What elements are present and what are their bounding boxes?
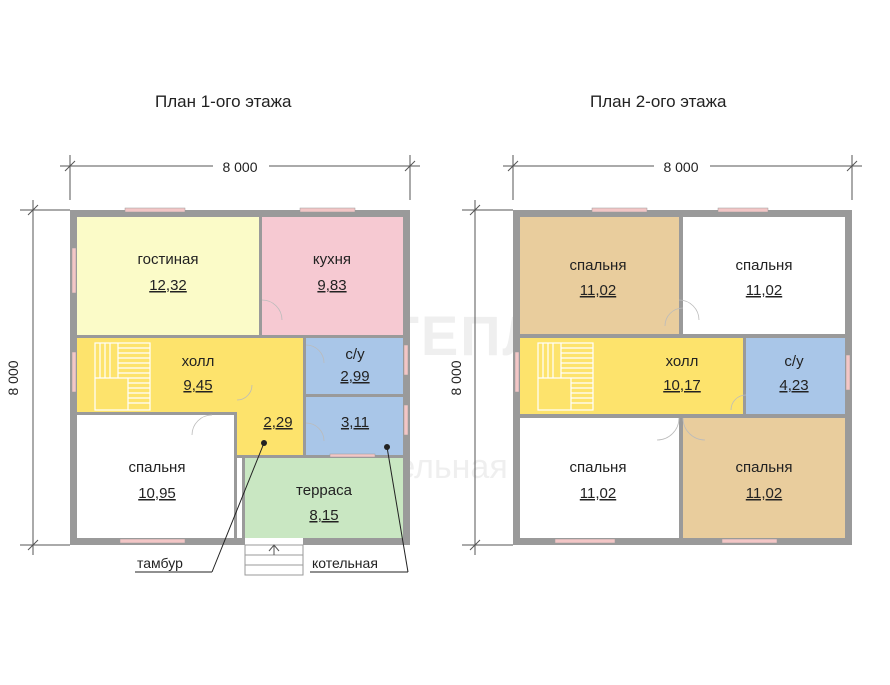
plan1-entrance-steps xyxy=(244,544,304,576)
plan1-stairs xyxy=(94,342,151,411)
plan1-su-name: с/у xyxy=(345,346,365,363)
plan2-holl-area: 10,17 xyxy=(663,377,701,394)
plan2-stairs xyxy=(537,342,594,411)
plan1-holl-name: холл xyxy=(182,353,215,370)
plan1-tambur-area: 2,29 xyxy=(263,414,292,431)
plan1-width-dimension: 8 000 xyxy=(222,159,257,175)
plan2-room-spalnya3-fill xyxy=(520,418,679,538)
plan2-spalnya3-name: спальня xyxy=(570,459,627,476)
plan1-kuhnya-name: кухня xyxy=(313,251,351,268)
plan2-spalnya2-name: спальня xyxy=(736,257,793,274)
plan2-windows xyxy=(514,207,851,544)
plan2-room-spalnya4-fill xyxy=(683,418,845,538)
plan1-room-su-fill xyxy=(306,338,403,394)
plan1-kotelnaya-area: 3,11 xyxy=(341,414,369,431)
plan1-su-area: 2,99 xyxy=(340,368,369,385)
plan1-spalnya-area: 10,95 xyxy=(138,485,176,502)
plan1-tambur-callout: тамбур xyxy=(137,555,183,571)
plan2-spalnya3-area: 11,02 xyxy=(580,485,616,502)
plan1-kuhnya-area: 9,83 xyxy=(317,277,346,294)
plan2-su-name: с/у xyxy=(784,353,804,370)
plan1-doors xyxy=(191,299,325,442)
plan2-spalnya4-name: спальня xyxy=(736,459,793,476)
plan2-height-dimension: 8 000 xyxy=(448,360,464,395)
plan1-room-terrasa-fill xyxy=(245,458,403,538)
plan1-labels: гостиная 12,32 кухня 9,83 холл 9,45 с/у … xyxy=(129,251,370,524)
plan2-title: План 2-ого этажа xyxy=(590,92,727,111)
plan1-gostinaya-name: гостиная xyxy=(138,251,199,268)
plan1-terrasa-name: терраса xyxy=(296,482,353,499)
plan1-holl-area: 9,45 xyxy=(183,377,212,394)
plan1-room-spalnya-fill xyxy=(77,415,234,538)
plan1-spalnya-name: спальня xyxy=(129,459,186,476)
plan1-gostinaya-area: 12,32 xyxy=(149,277,187,294)
plan1-callouts: тамбур котельная xyxy=(135,440,409,573)
plan1-windows xyxy=(71,207,409,544)
plan2-spalnya1-area: 11,02 xyxy=(580,282,616,299)
plan2-su-area: 4,23 xyxy=(779,377,808,394)
plan1-room-gostinaya-fill xyxy=(77,217,259,335)
plan2-room-fills xyxy=(520,217,845,538)
plan2-room-holl-fill xyxy=(520,338,743,414)
plan2-room-su-fill xyxy=(746,338,845,414)
plan1-kotelnaya-callout: котельная xyxy=(312,555,378,571)
plan2-width-dimension: 8 000 xyxy=(663,159,698,175)
plan2-spalnya4-area: 11,02 xyxy=(746,485,782,502)
plan1-room-tambur-fill xyxy=(237,395,303,455)
plan2-holl-name: холл xyxy=(666,353,699,370)
plan2-doors xyxy=(656,299,747,441)
plan2-room-spalnya2-fill xyxy=(683,217,845,334)
plan2-room-spalnya1-fill xyxy=(520,217,679,334)
plan1-terrasa-area: 8,15 xyxy=(309,507,338,524)
plan1-height-dimension: 8 000 xyxy=(5,360,21,395)
plan2-spalnya1-name: спальня xyxy=(570,257,627,274)
plan1-room-kuhnya-fill xyxy=(262,217,403,335)
plan2-labels: спальня 11,02 спальня 11,02 холл 10,17 с… xyxy=(570,257,809,502)
plan2-spalnya2-area: 11,02 xyxy=(746,282,782,299)
plan1-title: План 1-ого этажа xyxy=(155,92,292,111)
